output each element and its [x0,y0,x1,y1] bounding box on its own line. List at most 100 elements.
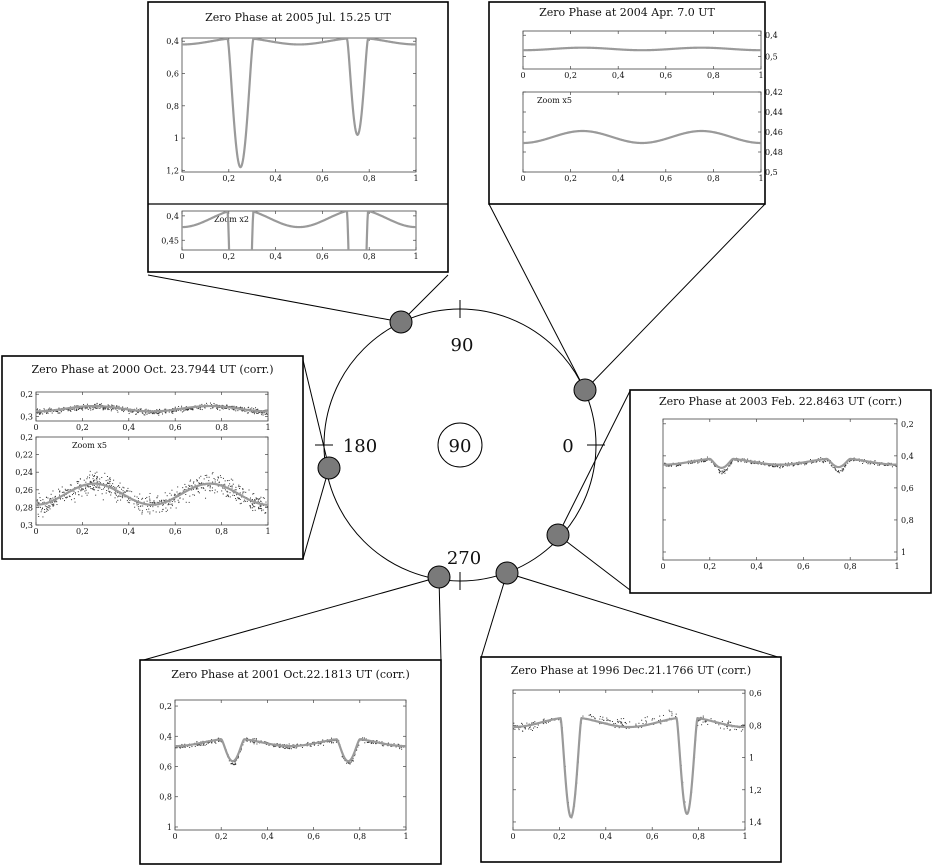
x-tick-label: 0,8 [692,832,705,841]
data-point [153,412,155,414]
data-point [232,479,234,481]
data-point [115,487,117,489]
data-point [187,487,189,489]
data-point [96,403,98,405]
data-point [387,742,389,744]
data-point [208,741,210,743]
data-point [128,498,130,500]
x-tick-label: 0,6 [316,174,329,183]
data-point [48,504,50,506]
data-point [204,474,206,476]
data-point [79,407,81,409]
data-point [744,461,746,463]
data-point [835,469,837,471]
data-point [254,509,256,511]
data-point [312,741,314,743]
data-point [74,492,76,494]
data-point [44,511,46,513]
data-point [256,412,258,414]
data-point [691,462,693,464]
data-point [740,730,742,732]
data-point [209,402,211,404]
data-point [616,719,618,721]
data-point [83,404,85,406]
panel-frame-2001 [139,659,442,865]
data-point [842,470,844,472]
data-point [89,482,91,484]
data-point [96,479,98,481]
data-point [82,409,84,411]
data-point [534,726,536,728]
data-point [112,486,114,488]
data-point [114,492,116,494]
y-tick-label: 0,5 [765,52,778,61]
data-point [184,489,186,491]
data-point [119,495,121,497]
data-point [668,465,670,467]
data-point [193,488,195,490]
data-point [123,411,125,413]
angle-label-270: 270 [447,548,481,569]
data-point [196,487,198,489]
data-point [96,476,98,478]
y-tick-label: 1 [167,823,172,832]
data-point [69,489,71,491]
data-point [165,412,167,414]
data-point [301,746,303,748]
x-tick-label: 0 [520,174,525,183]
data-point [840,470,842,472]
leader-line-2003-0 [557,390,631,536]
data-point [141,412,143,414]
data-point [675,713,677,715]
data-point [114,497,116,499]
data-point [124,491,126,493]
light-curve-2000: Zero Phase at 2000 Oct. 23.7944 UT (corr… [1,355,304,560]
data-point [646,721,648,723]
data-point [250,408,252,410]
data-point [140,408,142,410]
data-point [850,459,852,461]
plot-area-1996-0 [512,689,746,831]
data-point [859,460,861,462]
data-point [356,749,358,751]
data-point [261,510,263,512]
data-point [399,748,401,750]
series-1996-0 [513,709,745,819]
data-point [187,409,189,411]
data-point [838,471,840,473]
data-point [190,479,192,481]
data-point [176,747,178,749]
data-point [213,402,215,404]
data-point [331,742,333,744]
data-point [264,741,266,743]
data-point [534,721,536,723]
data-point [828,462,830,464]
data-point [149,513,151,515]
data-point [81,488,83,490]
data-point [804,464,806,466]
data-point [265,501,267,503]
data-point [224,483,226,485]
data-point [145,412,147,414]
data-point [658,720,660,722]
data-point [105,407,107,409]
data-point [209,487,211,489]
data-point [241,410,243,412]
data-point [122,486,124,488]
data-point [134,506,136,508]
series-2000-0 [36,402,268,416]
data-point [83,479,85,481]
data-point [78,488,80,490]
model-curve-2004-0 [523,46,761,52]
data-point [42,499,44,501]
data-point [641,726,643,728]
data-point [721,472,723,474]
data-point [721,720,723,722]
data-point [873,464,875,466]
data-point [89,407,91,409]
data-point [138,508,140,510]
data-point [521,722,523,724]
data-point [97,489,99,491]
